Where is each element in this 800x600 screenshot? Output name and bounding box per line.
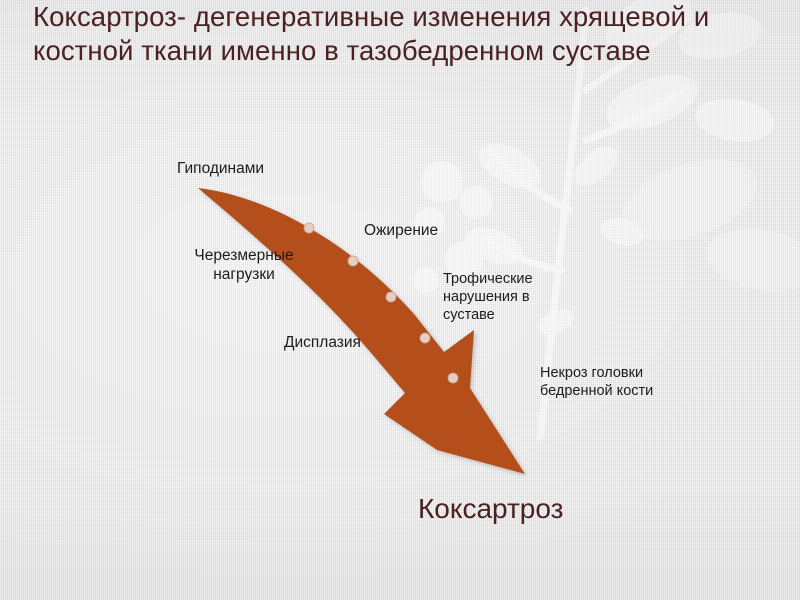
page-title: Коксартроз- дегенеративные изменения хря…	[33, 1, 710, 66]
arrow-marker-dot	[385, 291, 397, 303]
diagram-outcome-label: Коксартроз	[418, 493, 564, 524]
diagram-label-nekroz: Некроз головки бедренной кости	[540, 365, 654, 399]
arrow-marker-dot	[303, 222, 315, 234]
arrow-body-shape	[198, 188, 525, 474]
diagram-label-ozhirenie: Ожирение	[364, 222, 439, 239]
diagram-label-gipodinami: Гиподинами	[177, 160, 265, 177]
arrow-marker-dot	[347, 255, 359, 267]
arrow-marker-dot	[447, 372, 459, 384]
diagram-label-displaziya: Дисплазия	[284, 334, 361, 351]
diagram-label-troficheskie: Трофические нарушения в суставе	[443, 271, 533, 323]
arrow-marker-dot	[419, 332, 431, 344]
diagram-label-perenagruzki: Черезмерные нагрузки	[194, 247, 294, 283]
